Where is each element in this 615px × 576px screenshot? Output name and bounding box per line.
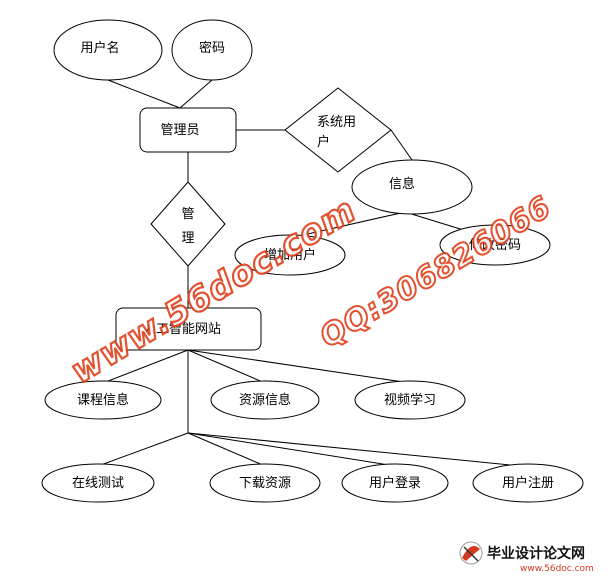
edge-website-course	[102, 349, 189, 384]
attr-add-user: 增加用户	[234, 234, 346, 276]
rel-manage-shape	[150, 181, 226, 267]
attr-user-login: 用户登录	[341, 463, 449, 503]
attr-user-register-label: 用户注册	[502, 475, 554, 491]
edge-trunk-onlinetest	[97, 432, 189, 467]
edge-username-admin	[107, 79, 181, 109]
attr-video-learning-shape	[354, 380, 466, 420]
attr-download-resource-label: 下载资源	[239, 476, 291, 491]
entity-admin: 管理员	[139, 107, 237, 153]
attr-resource-info: 资源信息	[210, 380, 320, 420]
attr-online-test-shape	[41, 463, 155, 503]
edge-info-changepwd	[404, 211, 471, 233]
attr-username: 用户名	[53, 19, 163, 81]
attr-username-label: 用户名	[80, 40, 119, 56]
rel-manage-label-2: 理	[181, 231, 194, 246]
edge-trunk-download	[187, 432, 266, 467]
attr-resource-info-label: 资源信息	[239, 392, 291, 408]
edge-password-admin	[179, 79, 213, 109]
attr-username-shape	[53, 19, 163, 81]
attr-info: 信息	[351, 159, 473, 215]
edge-trunk-login	[187, 432, 396, 467]
edge-info-adduser	[289, 211, 406, 239]
attr-info-label: 信息	[389, 176, 415, 192]
site-logo: 毕业设计论文网 www.56doc.com	[459, 541, 594, 574]
attr-user-login-shape	[341, 463, 449, 503]
connector-lines	[97, 79, 521, 467]
attr-user-register: 用户注册	[472, 463, 584, 503]
attr-password-label: 密码	[199, 40, 225, 56]
logo-url: www.56doc.com	[520, 564, 594, 574]
entity-website: 人工智能网站	[115, 307, 262, 351]
attr-download-resource-shape	[209, 463, 321, 503]
rel-system-user-label-2: 户	[317, 134, 330, 150]
attr-course-info-label: 课程信息	[77, 392, 129, 408]
logo-title: 毕业设计论文网	[487, 545, 585, 562]
rel-system-user-label-1: 系统用	[317, 115, 356, 130]
attr-download-resource: 下载资源	[209, 463, 321, 503]
edge-trunk-register	[187, 432, 521, 467]
attr-change-password-shape	[439, 224, 551, 266]
rel-manage: 管 理	[150, 181, 226, 267]
attr-add-user-shape	[234, 234, 346, 276]
attr-online-test: 在线测试	[41, 463, 155, 503]
rel-system-user: 系统用 户	[284, 87, 392, 173]
attr-password-shape	[171, 19, 253, 81]
attr-change-password: 修改密码	[439, 224, 551, 266]
rel-manage-label-1: 管	[181, 207, 194, 222]
logo-emblem-icon	[459, 541, 483, 565]
watermark: www.56doc.com QQ:306826066	[63, 188, 559, 392]
entity-website-shape	[115, 307, 262, 351]
attr-add-user-label: 增加用户	[264, 247, 316, 263]
attr-video-learning: 视频学习	[354, 380, 466, 420]
attr-info-shape	[351, 159, 473, 215]
attr-user-login-label: 用户登录	[369, 475, 421, 491]
attr-course-info-shape	[44, 380, 162, 420]
attr-resource-info-shape	[210, 380, 320, 420]
attr-change-password-label: 修改密码	[469, 237, 521, 253]
attr-password: 密码	[171, 19, 253, 81]
attr-video-learning-label: 视频学习	[384, 392, 436, 408]
attr-online-test-label: 在线测试	[72, 476, 124, 491]
entity-admin-shape	[139, 107, 237, 153]
rel-system-user-shape	[284, 87, 392, 173]
edge-website-video	[187, 349, 411, 384]
entity-admin-label: 管理员	[160, 123, 199, 138]
attr-course-info: 课程信息	[44, 380, 162, 420]
edge-systemuser-info	[390, 129, 413, 161]
edge-website-resource	[187, 349, 266, 384]
attr-user-register-shape	[472, 463, 584, 503]
entity-website-label: 人工智能网站	[143, 322, 221, 337]
